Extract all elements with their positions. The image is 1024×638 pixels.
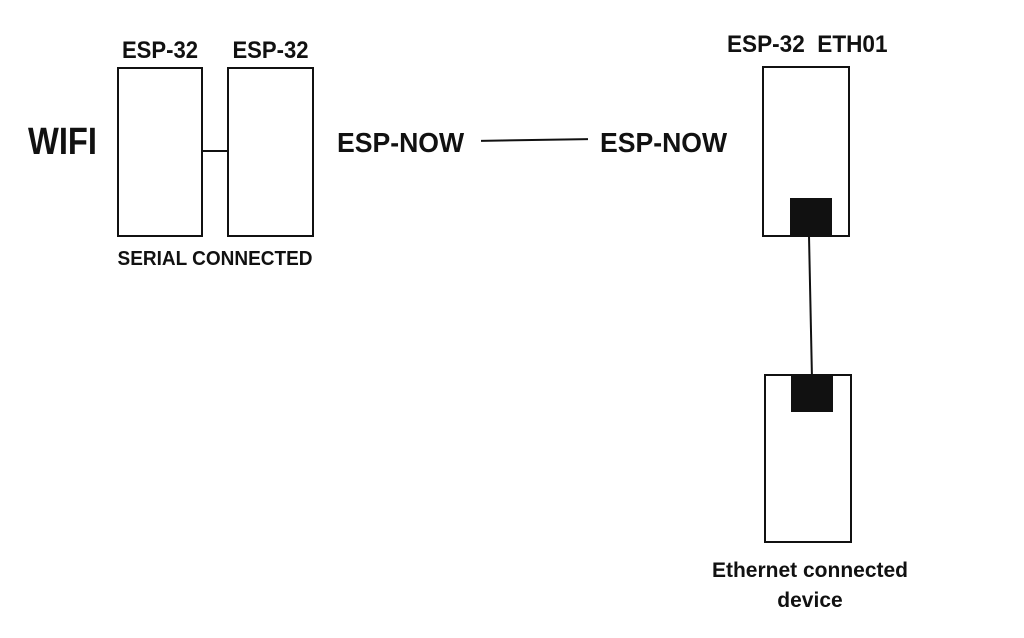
serial-link-line: [201, 150, 229, 152]
serial-connected-label: SERIAL CONNECTED: [117, 248, 313, 270]
esp-now-link-line: [480, 138, 589, 142]
esp32-eth01-box: [762, 66, 850, 237]
esp32-eth01-label: ESP-32 ETH01: [727, 31, 888, 58]
ethernet-cable-line: [808, 235, 813, 375]
ethernet-device-caption-line2: device: [777, 589, 843, 612]
esp32-label-2: ESP-32: [232, 37, 309, 64]
eth01-ethernet-port: [790, 198, 832, 235]
ethernet-device-port: [791, 376, 833, 412]
esp32-box-1: [117, 67, 203, 237]
wifi-label: WIFI: [28, 121, 97, 163]
ethernet-device-caption-line1: Ethernet connected: [711, 559, 909, 582]
ethernet-device-box: [764, 374, 852, 543]
esp-now-label-right: ESP-NOW: [600, 127, 728, 158]
esp-now-label-left: ESP-NOW: [337, 127, 465, 158]
ethernet-device-caption: Ethernet connected device: [690, 556, 930, 616]
esp32-label-1: ESP-32: [121, 37, 199, 64]
esp32-box-2: [227, 67, 314, 237]
